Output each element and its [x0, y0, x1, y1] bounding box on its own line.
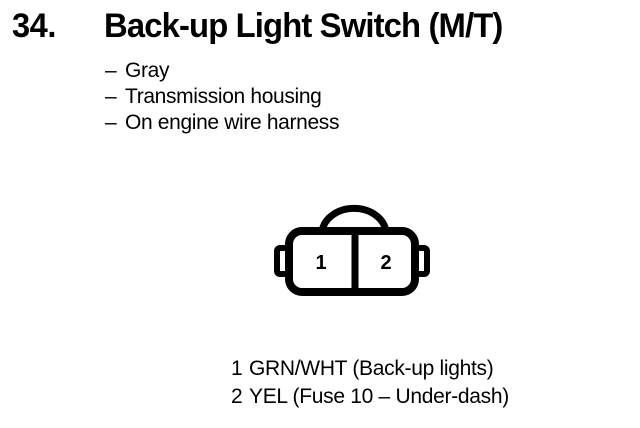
- legend-pin-number: 2: [231, 385, 243, 408]
- cavity-number-1: 1: [315, 252, 326, 274]
- list-item-label: On engine wire harness: [125, 111, 340, 134]
- legend-wire-label: GRN/WHT (Back-up lights): [249, 357, 494, 380]
- list-item-label: Transmission housing: [125, 85, 322, 108]
- page-title: Back-up Light Switch (M/T): [104, 7, 503, 45]
- list-item: – Transmission housing: [105, 84, 525, 110]
- list-item: – On engine wire harness: [105, 110, 525, 136]
- pin-legend: 1 GRN/WHT (Back-up lights) 2 YEL (Fuse 1…: [231, 355, 611, 411]
- lock-arch-icon: [318, 204, 390, 235]
- cavity-number-2: 2: [380, 252, 391, 274]
- dash-icon: –: [105, 85, 117, 108]
- list-item-label: Gray: [125, 59, 170, 82]
- heading-item-number: 34.: [12, 7, 56, 45]
- legend-wire-label: YEL (Fuse 10 – Under-dash): [249, 385, 509, 408]
- legend-row: 2 YEL (Fuse 10 – Under-dash): [231, 383, 611, 411]
- dash-icon: –: [105, 111, 117, 134]
- dash-icon: –: [105, 59, 117, 82]
- legend-row: 1 GRN/WHT (Back-up lights): [231, 355, 611, 383]
- page-heading: 34. Back-up Light Switch (M/T): [0, 4, 640, 52]
- connector-diagram: 1 2: [262, 198, 442, 308]
- list-item: – Gray: [105, 58, 525, 84]
- legend-pin-number: 1: [231, 357, 243, 380]
- specification-list: – Gray – Transmission housing – On engin…: [105, 58, 525, 136]
